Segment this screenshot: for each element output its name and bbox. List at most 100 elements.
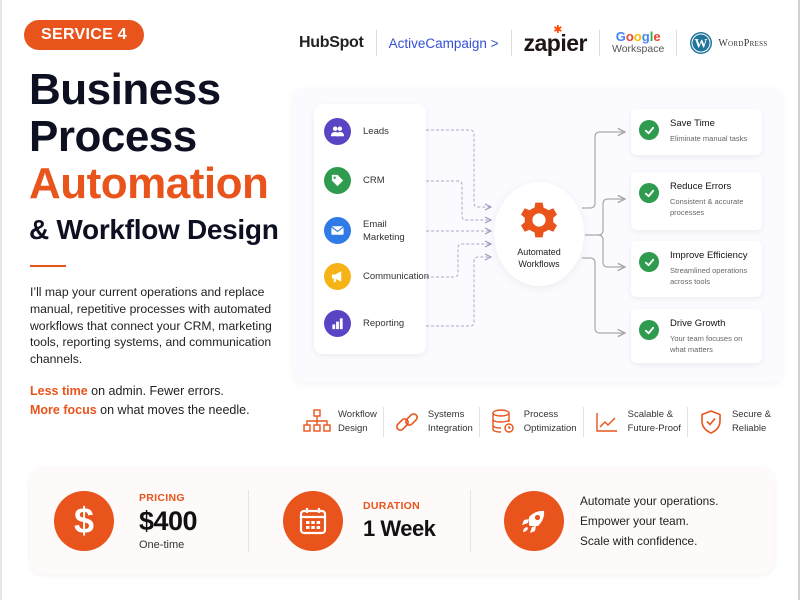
mail-icon (324, 217, 351, 244)
bar-chart-icon (324, 310, 351, 337)
input-item-reporting: Reporting (324, 310, 404, 337)
wordpress-icon: W (690, 32, 713, 54)
feature-label-line: Systems (427, 409, 465, 420)
google-workspace-logo: Google Workspace (600, 26, 676, 60)
hub-label-line: Workflows (518, 259, 560, 269)
check-circle-icon (639, 120, 659, 140)
check-circle-icon (639, 183, 659, 203)
title-line-1: Business (29, 65, 221, 114)
duration-caption: DURATION (363, 500, 421, 512)
feature-divider (382, 407, 384, 437)
shield-check-icon (694, 409, 728, 435)
duration-block: DURATION 1 Week (283, 468, 436, 574)
users-icon (324, 118, 351, 145)
feature-divider (686, 407, 688, 437)
feature-label: Scalable & Future-Proof (628, 408, 681, 436)
title-line-2: Process (29, 112, 197, 161)
input-sources-card: Leads CRM Email Marketing Communication … (314, 104, 429, 354)
zapier-wordmark: zapier (523, 29, 588, 56)
closing-line: Automate your operations. (580, 494, 719, 508)
input-label: Communication (363, 271, 429, 282)
feature-label-line: Process (523, 409, 559, 420)
tagline-highlight: Less time (30, 384, 88, 398)
check-circle-icon (639, 252, 659, 272)
pricing-block: $ PRICING $400 One-time (54, 468, 198, 574)
calendar-icon (283, 491, 343, 551)
feature-scalable: Scalable & Future-Proof (584, 408, 687, 436)
input-item-communication: Communication (324, 263, 429, 290)
feature-divider (582, 407, 584, 437)
check-circle-icon (639, 320, 659, 340)
feature-label-line: Secure & (731, 409, 772, 420)
svg-text:W: W (695, 36, 708, 51)
info-divider (470, 490, 471, 552)
pricing-note: One-time (139, 538, 185, 551)
input-item-crm: CRM (324, 167, 385, 194)
org-chart-icon (300, 409, 334, 435)
feature-label-line: Scalable & (627, 409, 674, 420)
outcome-subtitle: Eliminate manual tasks (670, 134, 748, 143)
input-item-email-marketing: Email Marketing (324, 217, 415, 244)
hub-label-line: Automated (517, 247, 561, 257)
hubspot-logo: HubSpot (287, 26, 376, 60)
input-label: Reporting (363, 318, 405, 329)
input-label: Email Marketing (363, 218, 405, 243)
logo-divider (375, 30, 377, 56)
outcome-title: Save Time (670, 118, 715, 129)
closing-line: Empower your team. (580, 514, 689, 528)
outcome-subtitle: Consistent & accurate processes (670, 197, 744, 217)
wordpress-logo: W WordPress (677, 26, 779, 60)
input-label: CRM (363, 175, 385, 186)
tagline-2: More focus on what moves the needle. (30, 403, 290, 417)
megaphone-icon (324, 263, 351, 290)
info-divider (248, 490, 249, 552)
input-item-leads: Leads (324, 118, 389, 145)
title-line-3: Automation (29, 159, 269, 208)
title-divider (30, 265, 66, 267)
activecampaign-wordmark: ActiveCampaign > (388, 35, 499, 51)
outcome-subtitle: Your team focuses on what matters (670, 334, 743, 354)
hubspot-wordmark: HubSpot (299, 34, 364, 51)
feature-label-line: Integration (427, 423, 473, 434)
zapier-asterisk-icon: ✱ (553, 24, 563, 36)
trend-icon (590, 411, 624, 433)
feature-label-line: Future-Proof (627, 423, 681, 434)
feature-label-line: Design (338, 423, 368, 434)
feature-label-line: Reliable (731, 423, 767, 434)
outcome-subtitle: Streamlined operations across tools (670, 266, 748, 286)
tagline-highlight: More focus (30, 403, 97, 417)
gear-icon (521, 202, 557, 238)
info-bar: $ PRICING $400 One-time DURATION 1 Week … (30, 468, 774, 574)
logo-divider (676, 30, 678, 56)
outcome-title: Improve Efficiency (670, 250, 748, 261)
logo-divider (510, 30, 512, 56)
tag-icon (324, 167, 351, 194)
outcome-title: Reduce Errors (670, 181, 732, 192)
rocket-icon (504, 491, 564, 551)
description: I’ll map your current operations and rep… (30, 285, 272, 367)
database-icon (486, 409, 520, 435)
feature-label-line: Optimization (523, 423, 577, 434)
page-title: Business Process Automation & Workflow D… (29, 66, 279, 247)
title-subtitle: & Workflow Design (29, 214, 279, 245)
pricing-value: $400 (139, 505, 198, 536)
workspace-wordmark: Workspace (611, 43, 665, 55)
input-label: Leads (363, 126, 389, 137)
outcome-title: Drive Growth (670, 318, 726, 329)
closing-line: Scale with confidence. (580, 534, 698, 548)
